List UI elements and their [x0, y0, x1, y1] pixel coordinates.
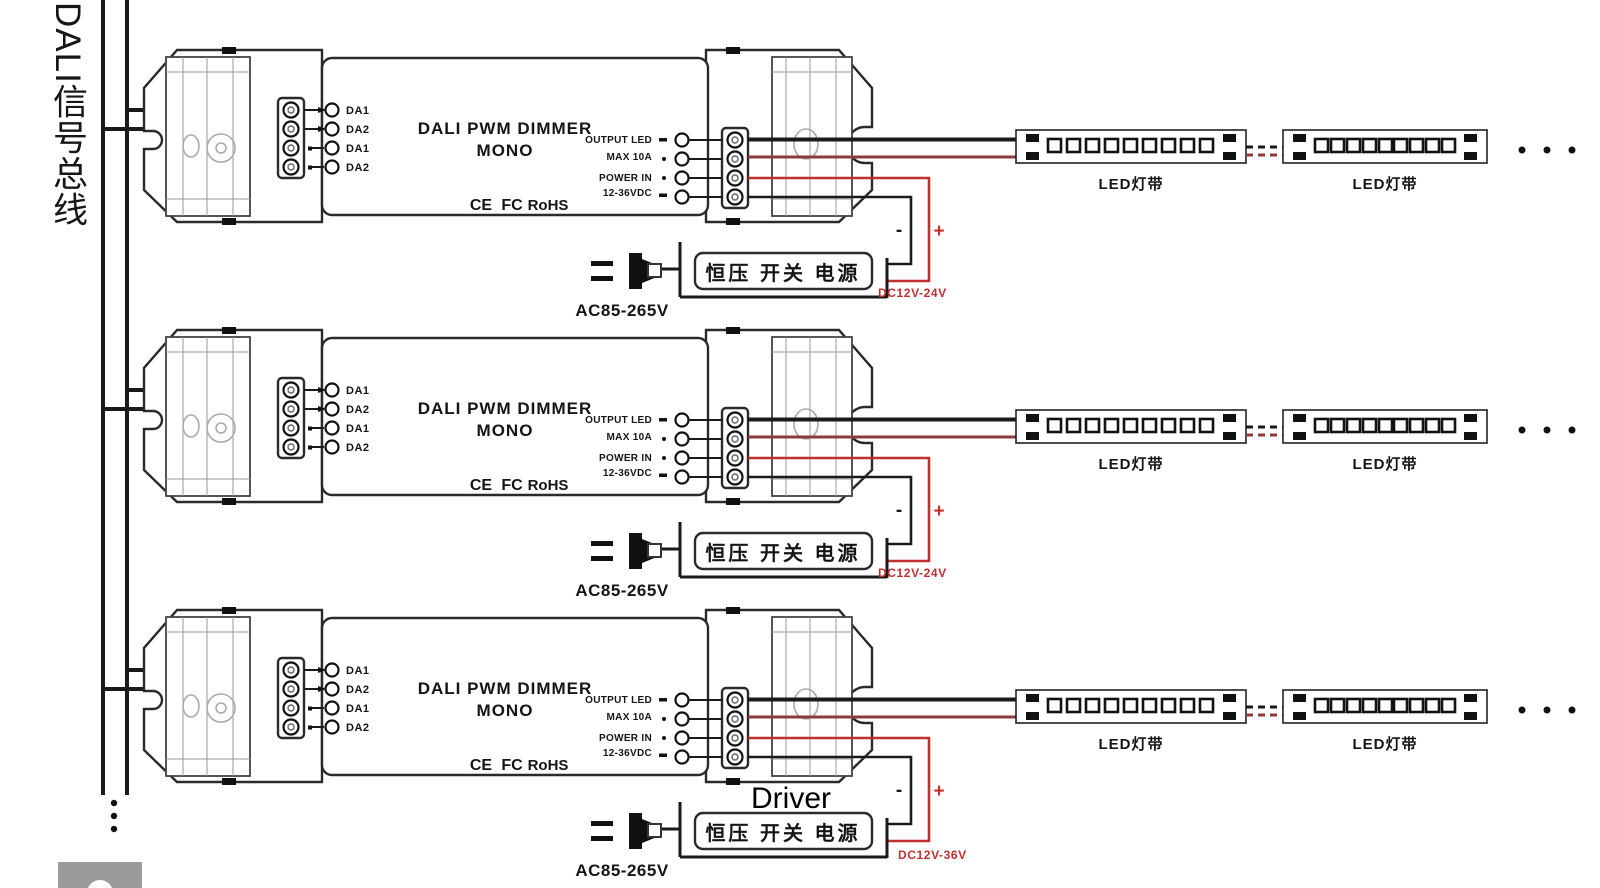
- dc-voltage-label-3: DC12V-36V: [898, 848, 967, 862]
- driver-label: Driver: [751, 782, 831, 815]
- dimmer-channel-2: [103, 327, 1576, 600]
- watermark-box: [58, 862, 142, 888]
- dc-voltage-label-2: DC12V-24V: [878, 566, 947, 580]
- watermark-glyph: [87, 880, 113, 888]
- dimmer-channel-1: [103, 47, 1576, 320]
- dali-bus-label: DALI信号总线: [48, 2, 87, 228]
- dc-voltage-label-1: DC12V-24V: [878, 286, 947, 300]
- dimmer-channel-3: [103, 607, 1576, 880]
- dali-bus-lines: [101, 0, 129, 833]
